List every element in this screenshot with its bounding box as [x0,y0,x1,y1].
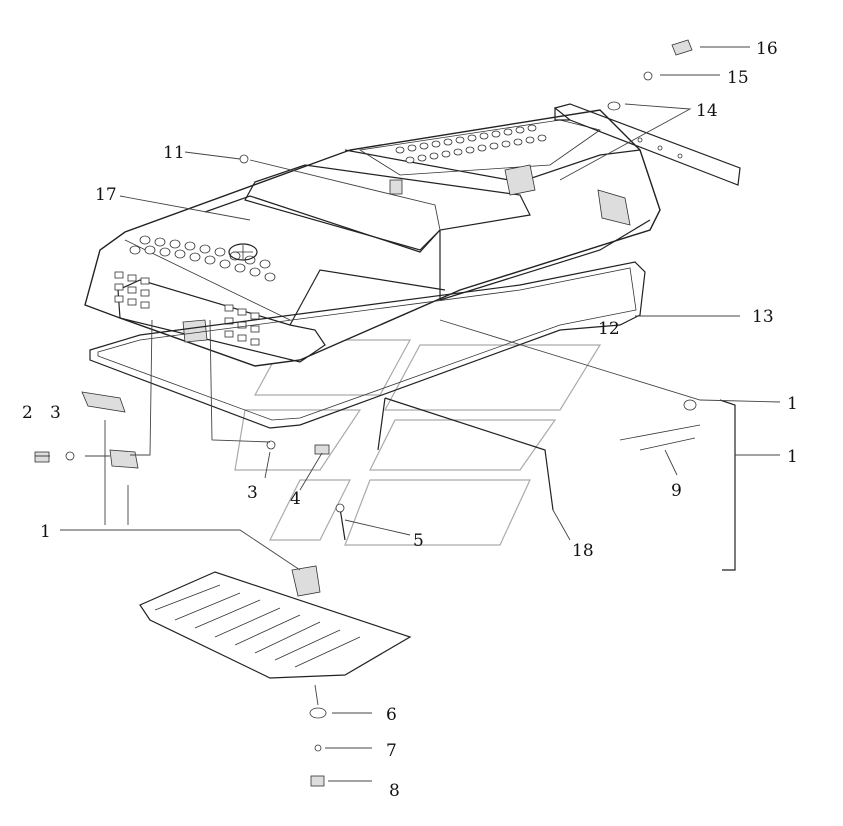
small-parts [34,39,697,787]
hinge-left [504,164,536,196]
rear-grille [358,119,601,176]
leader-lines [35,46,781,782]
bolt-16 [671,39,693,56]
front-latch [182,319,208,343]
seal-frame [89,261,646,429]
callout-15: 15 [727,68,749,88]
bolt-2 [34,451,50,463]
bumper-upper [81,391,126,413]
stay-rod [719,399,736,571]
nut-15 [643,71,653,81]
callout-16: 16 [756,39,778,59]
nut-8 [310,775,325,787]
callout-4: 4 [290,489,301,509]
callout-5: 5 [413,531,424,551]
callout-1-bumper: 1 [40,522,51,542]
emblem [228,243,258,261]
washer-7 [314,744,322,752]
callout-3-left: 3 [50,403,61,423]
top-bracket [389,179,403,195]
front-grille [114,235,276,346]
bottom-grille-plate [139,565,412,679]
support-rod [377,397,554,511]
callout-6: 6 [386,705,397,725]
callout-1-rod: 1 [787,447,798,467]
callout-2: 2 [22,403,33,423]
callout-14: 14 [696,101,718,121]
hinge-right [597,189,631,226]
callout-3-center: 3 [247,483,258,503]
bolt-5 [339,507,346,541]
pins [619,424,701,451]
bracket-rail [553,103,741,186]
washer-3b [266,440,276,450]
callout-8: 8 [389,781,400,801]
washer-6 [309,707,327,719]
callout-9: 9 [671,481,682,501]
callout-7: 7 [386,741,397,761]
bumper-lower [109,449,139,469]
bolt-4 [314,444,330,455]
callout-18: 18 [572,541,594,561]
callout-17: 17 [95,185,117,205]
callout-11: 11 [163,143,185,163]
washer-11 [239,154,249,164]
latch-catch [291,565,321,597]
washer-3 [65,451,75,461]
callout-12: 12 [598,319,620,339]
watermark-logo [234,339,602,546]
washer-14 [607,101,621,111]
callout-1-washer: 1 [787,394,798,414]
washer-1 [683,399,697,411]
cover-housing [84,109,661,367]
callout-labels: 16 15 14 11 17 13 12 1 1 9 2 3 3 4 5 18 … [22,39,798,801]
callout-13: 13 [752,307,774,327]
